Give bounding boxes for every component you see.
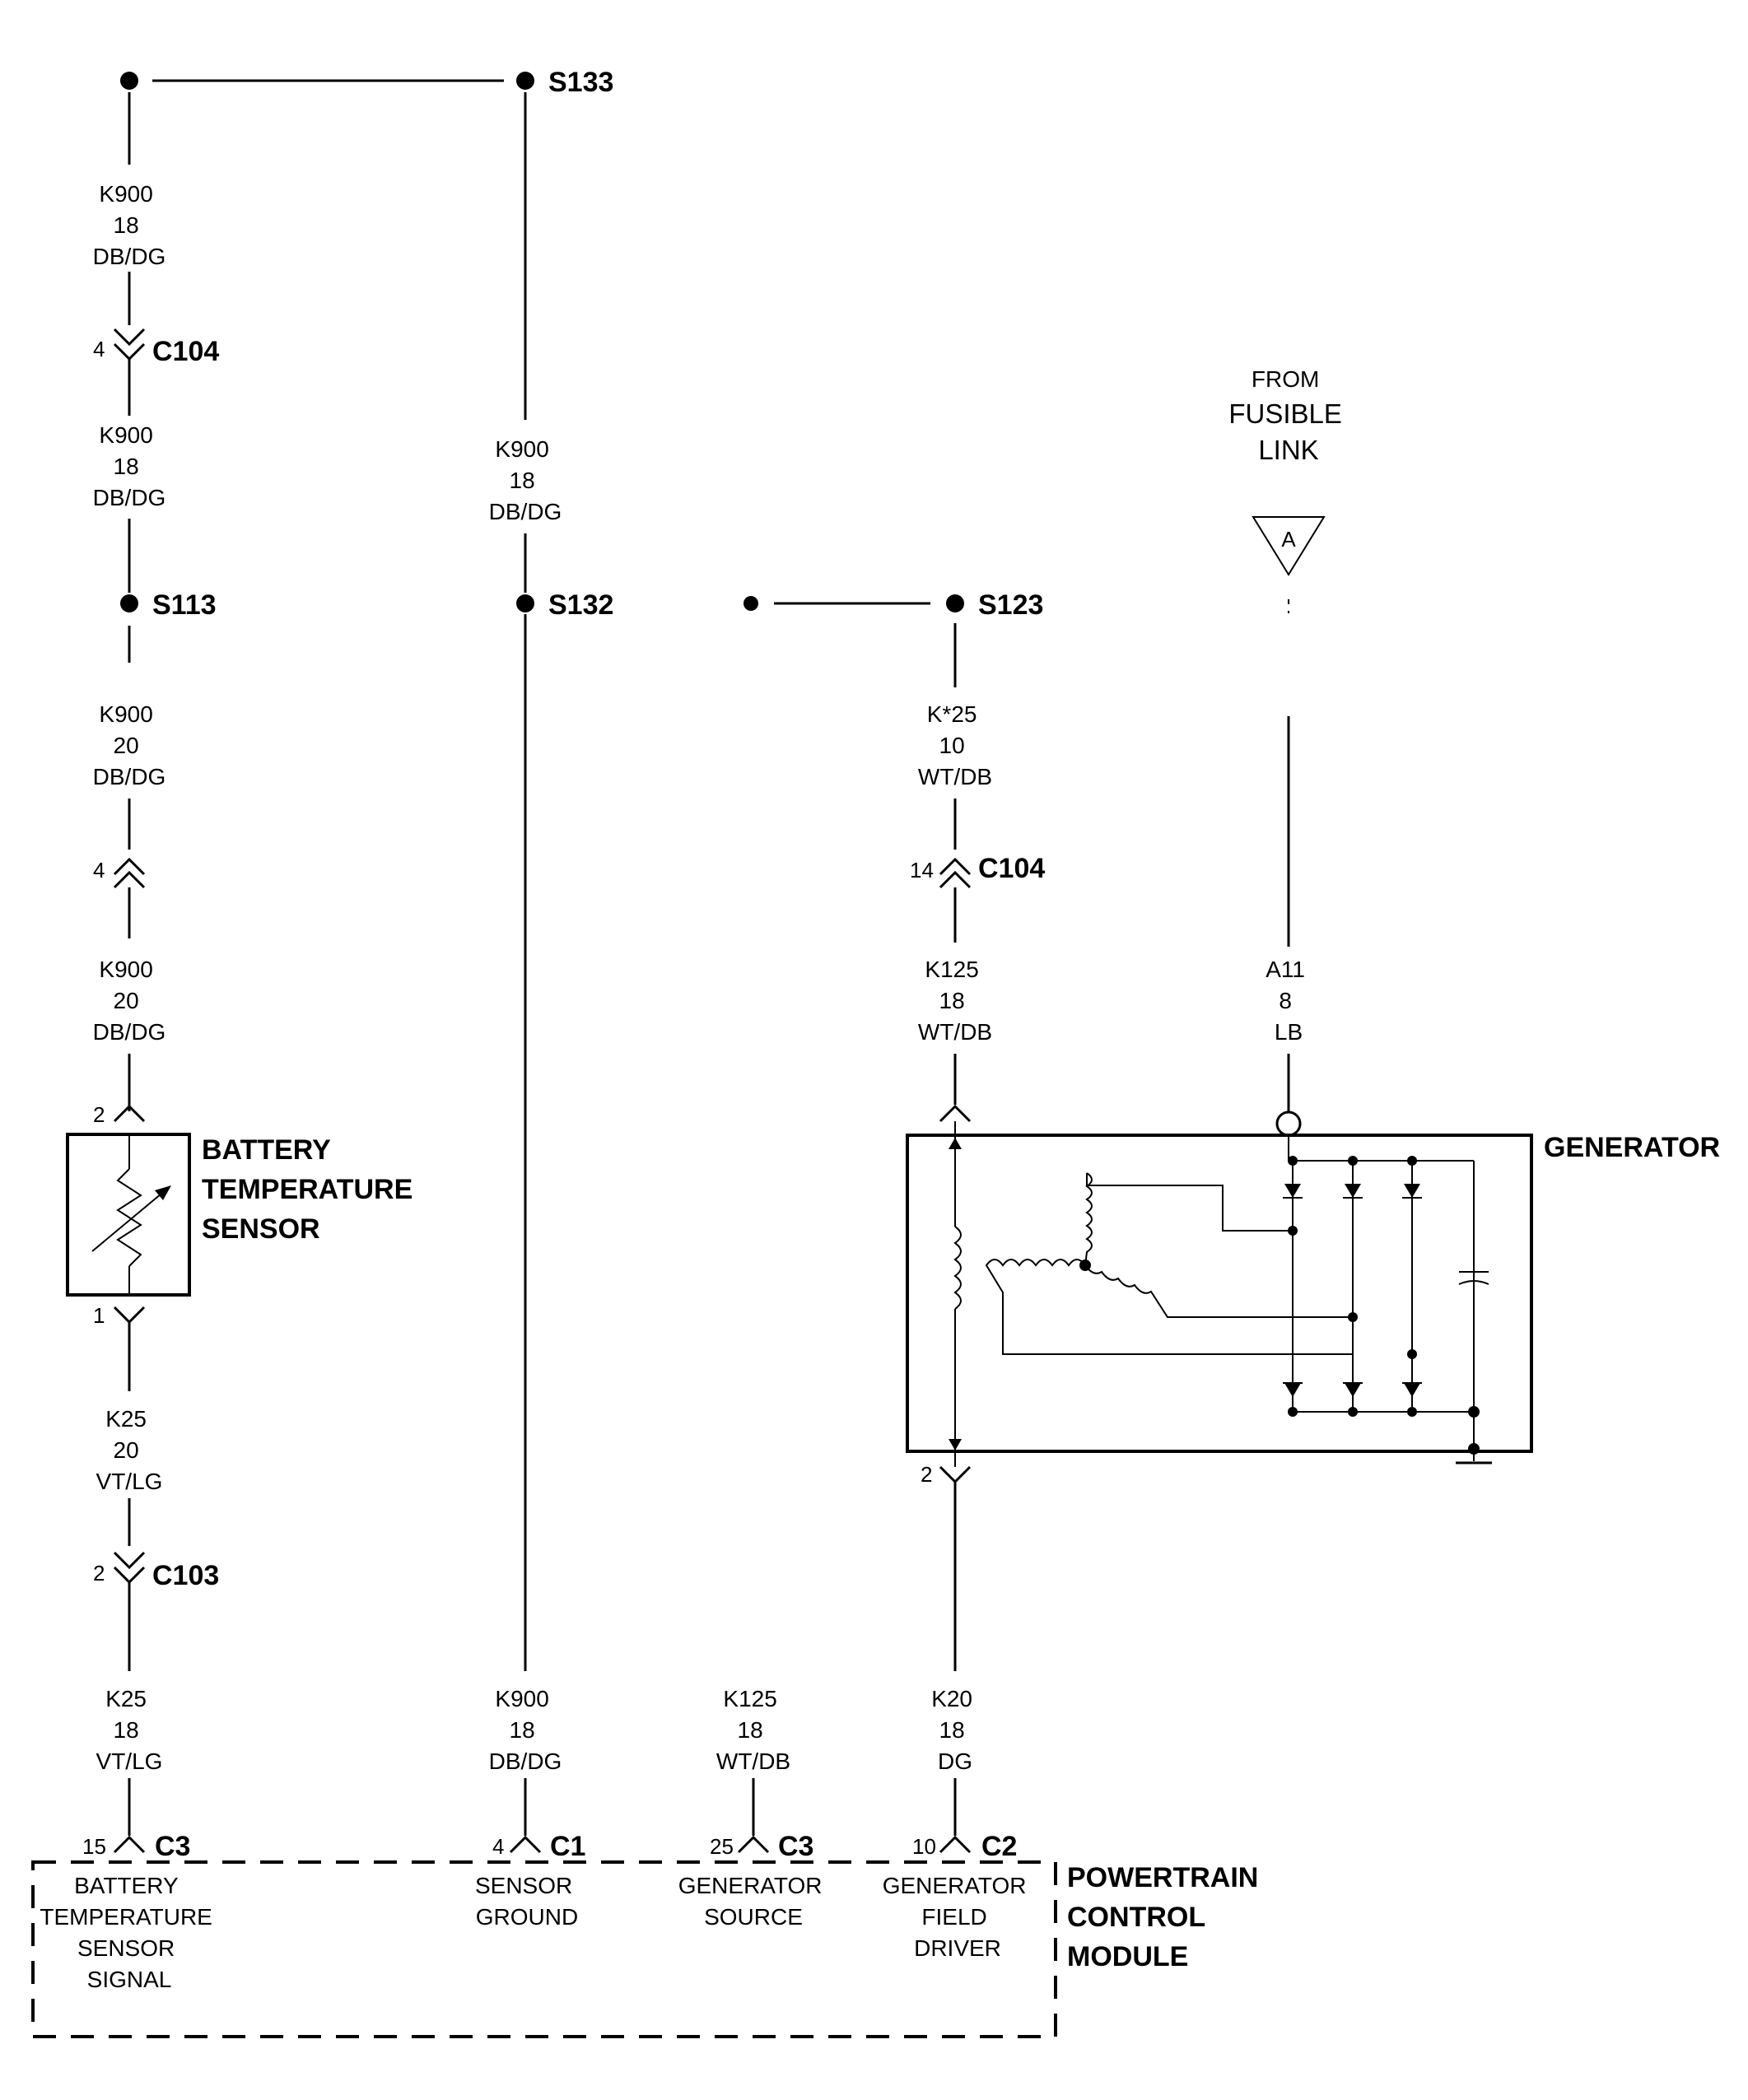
thermistor-resistor xyxy=(116,1168,142,1267)
connector-pin: 4 xyxy=(93,858,105,882)
wire-label: K900 18 DB/DG xyxy=(489,1686,562,1774)
stator-winding xyxy=(985,1259,1353,1355)
reference-symbol: A xyxy=(1281,527,1296,552)
wire-label: K125 18 WT/DB xyxy=(716,1686,790,1774)
svg-text:10: 10 xyxy=(912,1834,936,1859)
connector-pin: 14 xyxy=(910,858,934,882)
generator-field-circuit: S123 K*25 10 WT/DB 14 C104 K125 18 WT/DB… xyxy=(910,589,1045,1836)
svg-text:C3: C3 xyxy=(155,1831,190,1862)
splice-label: S132 xyxy=(548,589,613,621)
component-label: POWERTRAIN CONTROL MODULE xyxy=(1067,1862,1266,1972)
wire-label: K900 20 DB/DG xyxy=(93,701,166,789)
connector-pcm-c3-a: 15 C3 xyxy=(82,1831,190,1862)
connector-pin: 1 xyxy=(93,1303,105,1328)
pcm-function-label: GENERATOR SOURCE xyxy=(678,1873,829,1930)
splice-label: S113 xyxy=(152,589,217,621)
generator-pin-top xyxy=(939,1104,972,1123)
connector-c103: 2 C103 xyxy=(93,1551,219,1591)
center-circuit: S133 K900 18 DB/DG S132 K900 18 DB/DG xyxy=(489,67,613,1836)
variable-arrow xyxy=(91,1189,167,1252)
wire-label: K25 20 VT/LG xyxy=(96,1406,163,1494)
rectifier-nodes xyxy=(1288,1156,1480,1455)
pcm-connectors: 15 C3 4 C1 25 C3 10 C2 xyxy=(82,1831,1017,1862)
fusible-link-label: FROM FUSIBLE LINK xyxy=(1228,366,1348,465)
wire-label: K25 18 VT/LG xyxy=(96,1686,163,1774)
connector-inline-left: 4 xyxy=(93,857,146,889)
splice-label: S123 xyxy=(978,589,1043,621)
generator-housing xyxy=(906,1134,1533,1453)
wire-label: K*25 10 WT/DB xyxy=(918,701,992,789)
pcm-outline xyxy=(31,1860,1057,2038)
fusible-link-circuit: FROM FUSIBLE LINK A A11 8 LB xyxy=(1228,366,1348,1137)
connector-pcm-c3-b: 25 C3 xyxy=(710,1831,813,1862)
connector-pcm-c2: 10 C2 xyxy=(912,1831,1017,1862)
connector-name: C103 xyxy=(152,1560,219,1591)
stator-winding xyxy=(1084,1172,1093,1266)
pcm-function-label: SENSOR GROUND xyxy=(475,1873,579,1930)
field-winding xyxy=(953,1226,962,1310)
splice-dot-top-left xyxy=(120,72,138,90)
connector-name: C104 xyxy=(978,853,1045,884)
connector-c104-right: 14 C104 xyxy=(910,853,1045,889)
pcm-function-label: BATTERY TEMPERATURE SENSOR SIGNAL xyxy=(40,1873,218,1992)
splice-s132 xyxy=(516,594,534,612)
rectifier-diodes xyxy=(1283,1184,1422,1397)
connector-pin: 2 xyxy=(93,1561,105,1585)
capacitor-plate xyxy=(1458,1280,1489,1285)
component-label: GENERATOR xyxy=(1544,1132,1720,1163)
svg-text:15: 15 xyxy=(82,1834,106,1859)
generator: GENERATOR xyxy=(906,1121,1720,1467)
wire-label: K900 20 DB/DG xyxy=(93,957,166,1045)
stator-winding xyxy=(1084,1264,1353,1318)
powertrain-control-module: POWERTRAIN CONTROL MODULE BATTERY TEMPER… xyxy=(31,1860,1266,2038)
svg-text:4: 4 xyxy=(492,1834,504,1859)
wire-label: K900 18 DB/DG xyxy=(93,181,166,269)
generator-pin-bottom xyxy=(939,1465,972,1484)
splice-s133 xyxy=(516,72,534,90)
svg-text:C1: C1 xyxy=(550,1831,585,1862)
svg-text:25: 25 xyxy=(710,1834,734,1859)
wire-label: K900 18 DB/DG xyxy=(489,436,562,524)
svg-text:C3: C3 xyxy=(778,1831,813,1862)
left-circuit: K900 18 DB/DG 4 C104 K900 18 DB/DG S113 … xyxy=(66,72,504,1836)
connector-pin: 4 xyxy=(93,337,105,361)
svg-text:C2: C2 xyxy=(981,1831,1017,1862)
splice-s113 xyxy=(120,594,138,612)
wire-label: K20 18 DG xyxy=(931,1686,979,1774)
wire-label: K900 18 DB/DG xyxy=(93,422,166,510)
connector-pcm-c1: 4 C1 xyxy=(492,1831,585,1862)
pcm-function-label: GENERATOR FIELD DRIVER xyxy=(883,1873,1033,1961)
ring-terminal xyxy=(1275,1111,1302,1137)
splice-dot-s123-left xyxy=(743,596,758,611)
component-label: BATTERY TEMPERATURE SENSOR xyxy=(202,1134,421,1245)
wire-label: K125 18 WT/DB xyxy=(918,957,992,1045)
generator-source-circuit: K125 18 WT/DB xyxy=(716,596,930,1836)
connector-pin: 2 xyxy=(921,1462,932,1487)
connector-pin: 2 xyxy=(93,1102,105,1127)
splice-s123 xyxy=(946,594,964,612)
reference-triangle xyxy=(1252,516,1326,576)
battery-temperature-sensor: 2 1 BATTERY TEMPERATURE SENSOR xyxy=(66,1102,421,1328)
wire-label: A11 8 LB xyxy=(1266,957,1312,1045)
connector-name: C104 xyxy=(152,336,219,367)
splice-label: S133 xyxy=(548,67,613,98)
connector-c104-left: 4 C104 xyxy=(93,328,219,367)
